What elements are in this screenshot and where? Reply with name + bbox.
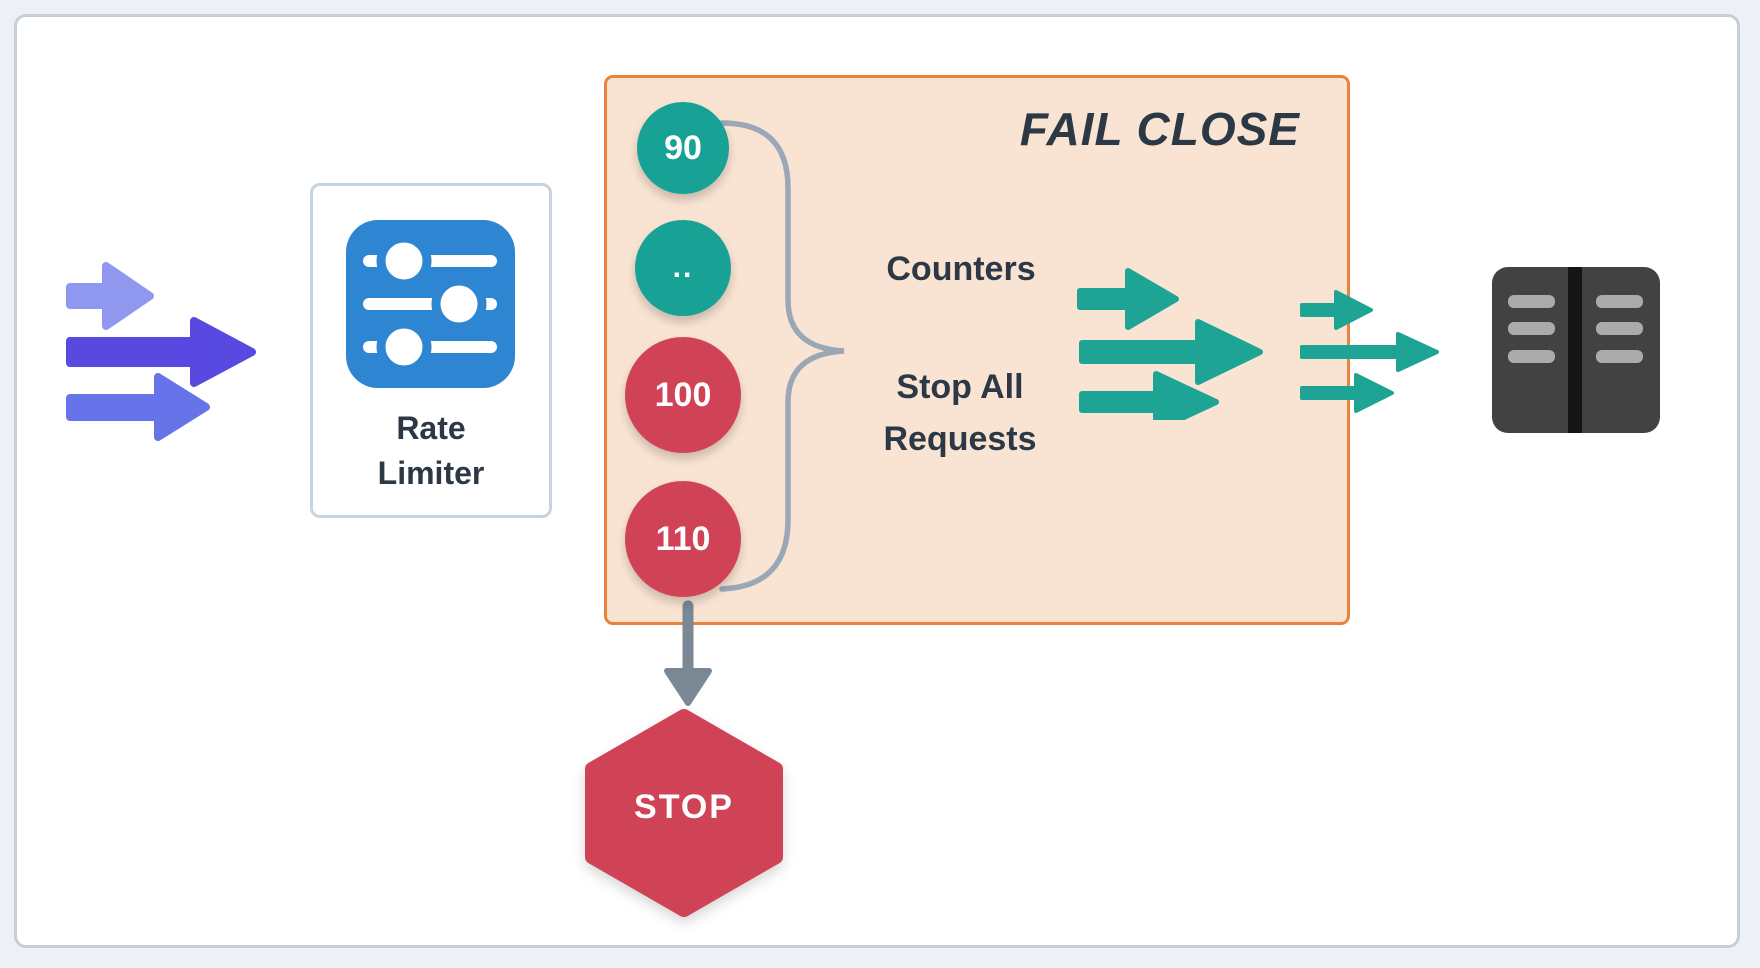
counter-circle-90: 90: [637, 102, 729, 194]
incoming-requests-arrows-icon: [66, 262, 256, 441]
stop-all-requests-label: Stop All Requests: [810, 361, 1110, 465]
stop-all-line2: Requests: [883, 420, 1037, 458]
allowed-requests-arrows-icon: [1077, 268, 1439, 420]
server-icon: [1492, 267, 1660, 433]
fail-close-title: FAIL CLOSE: [1019, 103, 1300, 155]
rate-limiter-label: Rate Limiter: [310, 406, 552, 496]
counter-circle-110: 110: [625, 481, 741, 597]
counters-brace: [719, 120, 845, 592]
stop-hexagon: [585, 709, 783, 917]
stop-flow-arrow: [664, 600, 712, 706]
stop-label: STOP: [634, 788, 734, 826]
counter-circle-ellipsis: ..: [635, 220, 731, 316]
sliders-icon: [346, 220, 515, 388]
stop-all-line1: Stop All: [896, 368, 1024, 406]
counter-circle-100: 100: [625, 337, 741, 453]
rate-limiter-label-line2: Limiter: [377, 455, 485, 491]
counters-label: Counters: [886, 250, 1036, 288]
rate-limiter-label-line1: Rate: [396, 410, 466, 446]
